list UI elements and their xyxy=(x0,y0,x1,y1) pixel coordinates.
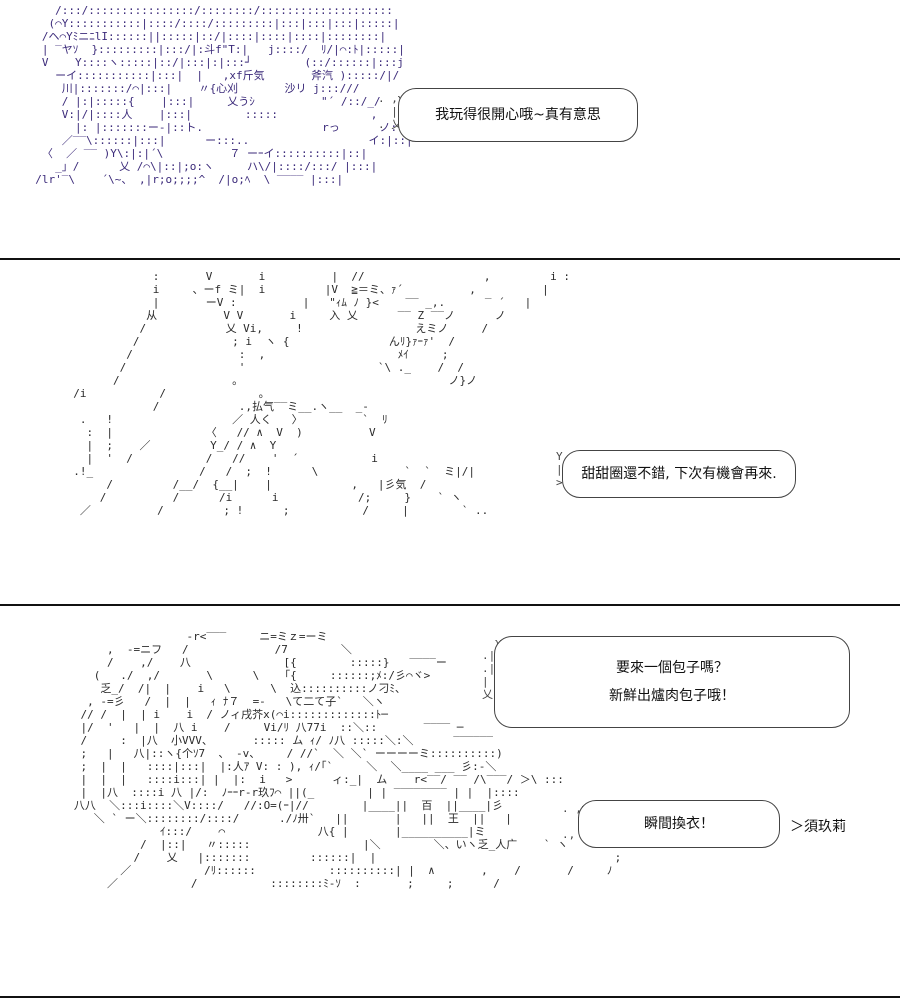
speech-bubble-4: 瞬間換衣！ xyxy=(578,800,780,848)
panel-divider xyxy=(0,996,900,998)
speaker-label: ＞須玖莉 xyxy=(790,819,846,835)
panel-divider xyxy=(0,258,900,260)
speech-text: 要來一個包子嗎？ xyxy=(616,660,728,676)
speech-bubble-2: 甜甜圈還不錯, 下次有機會再來. xyxy=(562,450,796,498)
speech-text: 瞬間換衣！ xyxy=(644,816,714,832)
speech-bubble-3: 要來一個包子嗎？ 新鮮出爐肉包子哦！ xyxy=(494,636,850,728)
ascii-art-girl-with-steamer: -r<‾‾‾ ニ=ミｚ=ーミ , -=ニフ / /7 ＼ / ,/ 八 [{ :… xyxy=(73,630,622,890)
comic-panel-3: -r<‾‾‾ ニ=ミｚ=ーミ , -=ニフ / /7 ＼ / ,/ 八 [{ :… xyxy=(0,606,900,996)
panel-divider xyxy=(0,604,900,606)
speech-tail: Y | > xyxy=(556,450,563,489)
speech-text: 我玩得很開心哦~真有意思 xyxy=(435,107,601,123)
comic-panel-1: /:::/::::::::::::::::/::::::::/:::::::::… xyxy=(0,0,900,258)
speech-text: 甜甜圈還不錯, 下次有機會再來. xyxy=(581,466,777,482)
comic-panel-2: : V i | // , i : i 、ーf ミ| i |V ≧＝ミ、ｧ´ , … xyxy=(0,260,900,604)
ascii-art-girl-smiling: /:::/::::::::::::::::/::::::::/:::::::::… xyxy=(35,4,457,186)
speech-text: 新鮮出爐肉包子哦！ xyxy=(609,688,735,704)
ascii-art-girl-walking: : V i | // , i : i 、ーf ミ| i |V ≧＝ミ、ｧ´ , … xyxy=(73,270,570,517)
speech-bubble-1: 我玩得很開心哦~真有意思 xyxy=(398,88,638,142)
